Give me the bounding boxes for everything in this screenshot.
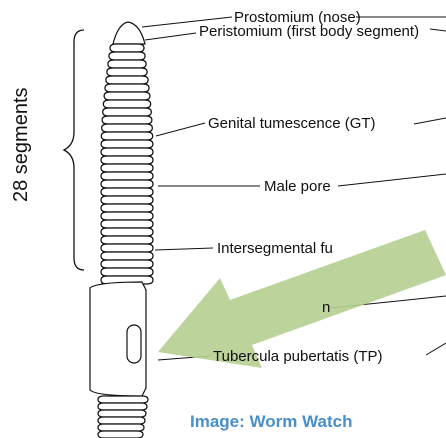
worm-segment: [101, 148, 153, 156]
worm-segment: [103, 108, 152, 116]
worm-segment: [98, 403, 147, 410]
worm-segment: [101, 244, 153, 252]
worm-segment: [106, 76, 148, 84]
worm-segment: [104, 92, 150, 100]
worm-body: [90, 22, 153, 438]
tubercula-pubertatis-mark: [127, 325, 141, 363]
label-tubercula-pubertatis: Tubercula pubertatis (TP): [213, 349, 383, 364]
worm-segment: [101, 196, 153, 204]
worm-segment: [103, 100, 150, 108]
worm-segment: [101, 180, 153, 188]
worm-segment: [110, 44, 144, 52]
worm-segment: [98, 410, 146, 417]
worm-segment: [101, 172, 153, 180]
label-clitellum-partial: n: [322, 300, 330, 315]
worm-segment: [101, 260, 153, 268]
worm-segment: [101, 132, 152, 140]
image-credit: Image: Worm Watch: [190, 412, 352, 432]
worm-segment: [108, 60, 146, 68]
worm-segment: [109, 52, 145, 60]
worm-segment: [98, 417, 145, 424]
label-peristomium: Peristomium (first body segment): [199, 24, 419, 39]
worm-segment: [101, 236, 153, 244]
worm-segment: [98, 396, 148, 403]
worm-segment: [101, 140, 153, 148]
worm-segment: [101, 204, 153, 212]
worm-segment: [101, 188, 153, 196]
worm-segment: [101, 252, 153, 260]
worm-segment: [101, 228, 153, 236]
segments-brace: [64, 30, 84, 270]
worm-segment: [101, 220, 153, 228]
worm-segment: [101, 212, 153, 220]
worm-segment: [98, 431, 143, 438]
worm-head: [113, 22, 145, 44]
label-intersegmental: Intersegmental fu: [217, 241, 333, 256]
label-male-pore: Male pore: [264, 179, 331, 194]
label-genital-tumescence: Genital tumescence (GT): [208, 116, 376, 131]
worm-segment: [101, 156, 153, 164]
worm-segment: [102, 124, 153, 132]
worm-segment: [102, 116, 152, 124]
worm-segment: [101, 268, 153, 276]
worm-segment: [98, 424, 144, 431]
worm-segment: [107, 68, 147, 76]
worm-segment: [105, 84, 149, 92]
worm-segment: [101, 164, 153, 172]
segments-label: 28 segments: [10, 87, 33, 202]
